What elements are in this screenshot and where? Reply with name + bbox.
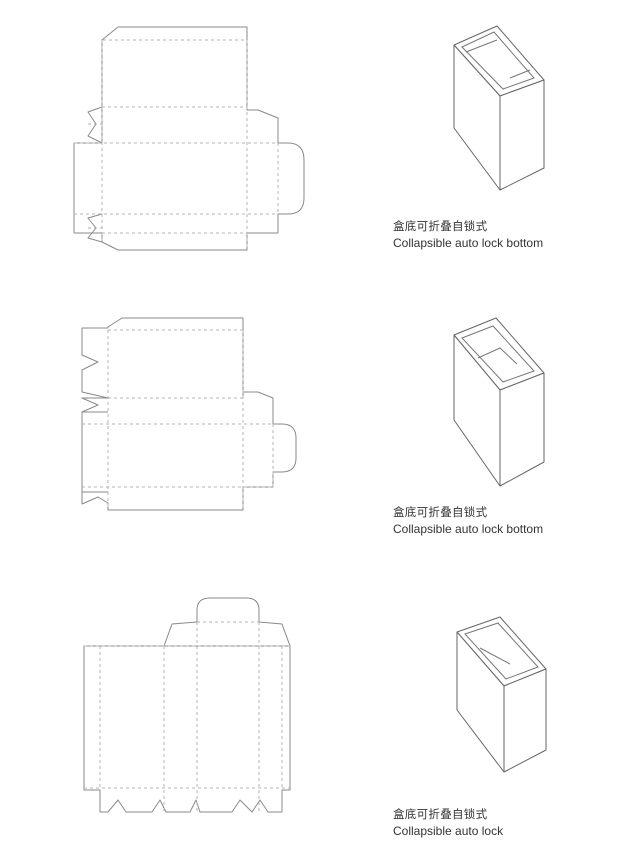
dust-flap-3b <box>258 621 291 647</box>
box-front-3 <box>503 668 547 773</box>
caption-cn-3: 盒底可折叠自锁式 <box>393 807 488 821</box>
box-front-1 <box>499 79 545 191</box>
body-outline-1 <box>73 107 305 251</box>
caption-block-2: 盒底可折叠自锁式 Collapsible auto lock bottom <box>393 504 613 538</box>
caption-cn-1: 盒底可折叠自锁式 <box>393 219 488 233</box>
caption-en-3: Collapsible auto lock <box>393 824 504 838</box>
caption-block-3: 盒底可折叠自锁式 Collapsible auto lock <box>393 806 613 840</box>
left-flap-2a <box>81 327 109 399</box>
body-outline-2 <box>107 391 297 511</box>
box-front-2 <box>499 372 545 487</box>
left-notch-2 <box>81 397 108 413</box>
caption-block-1: 盒底可折叠自锁式 Collapsible auto lock bottom <box>393 218 613 252</box>
dust-flap-3a <box>163 621 198 647</box>
caption-en-1: Collapsible auto lock bottom <box>393 236 544 250</box>
left-lock-2 <box>81 491 109 505</box>
caption-en-2: Collapsible auto lock bottom <box>393 522 544 536</box>
caption-cn-2: 盒底可折叠自锁式 <box>393 505 488 519</box>
top-tuck-3 <box>196 597 260 622</box>
